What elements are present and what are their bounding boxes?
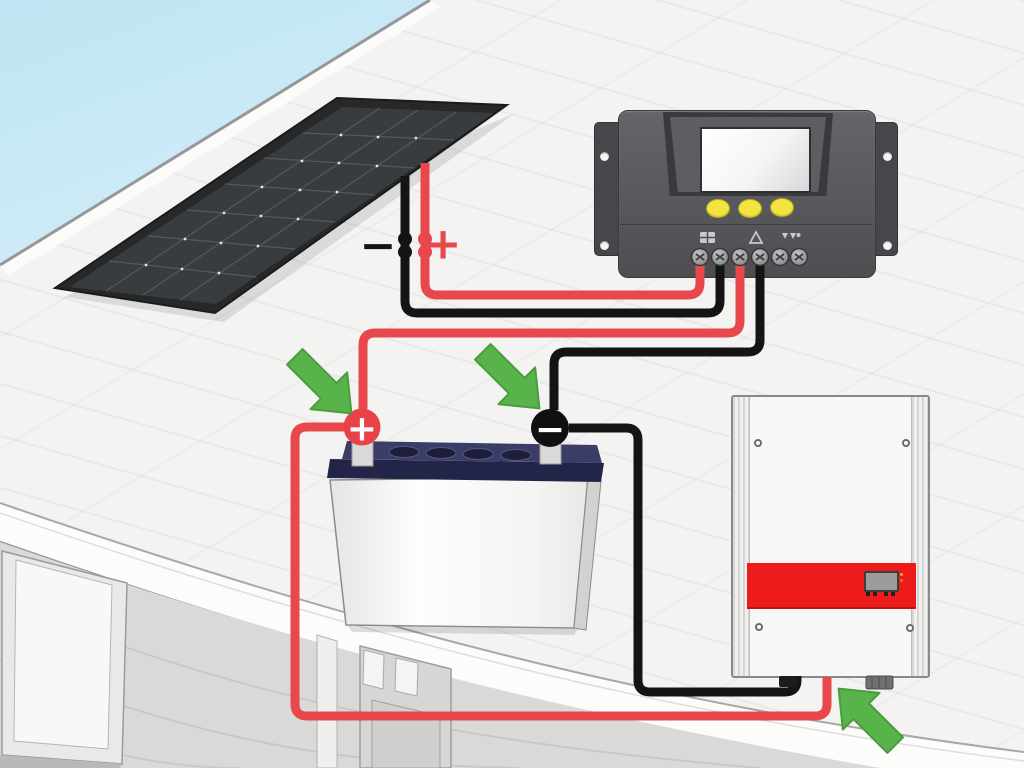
- battery-negative-badge: −: [531, 409, 569, 451]
- battery-negative-label: −: [535, 410, 565, 451]
- inverter-stubs: [779, 675, 894, 690]
- battery-positive-label: +: [347, 409, 377, 450]
- inverter-buttons[interactable]: [884, 592, 896, 596]
- status-led: [900, 573, 903, 576]
- wire-panel-negative: [400, 176, 725, 318]
- wire-battery-to-inverter-positive: [290, 422, 832, 721]
- controller-button[interactable]: [738, 199, 762, 218]
- battery-lid-front: [327, 459, 604, 482]
- battery-caps: [388, 446, 532, 461]
- solar-panel-icon: [700, 232, 715, 243]
- eave-inner-line: [0, 512, 1024, 762]
- mount-hole: [600, 152, 609, 161]
- controller-seam: [620, 224, 872, 225]
- wire-controller-to-battery-negative: [549, 262, 765, 410]
- door-transom-pane: [394, 657, 419, 697]
- panel-positive-label: +: [425, 219, 462, 270]
- wire-panel-positive: [420, 163, 705, 300]
- callout-arrows: [286, 343, 904, 754]
- arrow-battery-negative: [474, 343, 541, 410]
- battery-triangle-icon: [748, 230, 764, 244]
- window-sill: [0, 755, 122, 768]
- battery-ground-shadow: [348, 626, 578, 635]
- panel-cells: [70, 107, 494, 304]
- door-transom-pane: [362, 649, 385, 690]
- controller-terminals: [690, 247, 809, 267]
- wire-controller-to-battery-positive: [358, 262, 745, 409]
- inverter-screw-hole: [755, 623, 763, 631]
- mount-hole: [883, 152, 892, 161]
- panel-reflections: [144, 133, 418, 275]
- wire-battery-to-inverter-negative: [569, 423, 802, 697]
- inverter-ridge-left: [733, 397, 750, 676]
- controller-icon-row: [700, 230, 801, 244]
- controller-button[interactable]: [706, 199, 730, 218]
- charge-controller: [594, 110, 898, 278]
- inverter: [731, 395, 930, 678]
- window-pane: [13, 559, 113, 750]
- battery-positive-badge: +: [343, 408, 381, 450]
- load-lamp-icon: [782, 233, 801, 239]
- controller-button[interactable]: [770, 198, 794, 217]
- inverter-screw-hole: [902, 439, 910, 447]
- roof-rake-edge: [0, 0, 431, 267]
- roof-rake-band: [0, 0, 441, 276]
- inverter-screw-hole: [906, 624, 914, 632]
- porch-post: [316, 634, 338, 768]
- status-led: [900, 579, 903, 582]
- eave-fascia: [0, 503, 1024, 768]
- mount-hole: [600, 241, 609, 250]
- panel-wire-connectors: [398, 232, 432, 259]
- panel-negative-label: −: [360, 221, 397, 272]
- inverter-screw-hole: [754, 439, 762, 447]
- house-wall: [0, 542, 880, 768]
- controller-mount-flange-left: [594, 122, 622, 256]
- inverter-buttons[interactable]: [866, 592, 878, 596]
- inverter-display: [864, 571, 899, 592]
- mount-hole: [883, 241, 892, 250]
- arrow-battery-positive: [286, 348, 353, 415]
- lcd-screen: [700, 127, 811, 193]
- arrow-inverter-input: [837, 687, 904, 754]
